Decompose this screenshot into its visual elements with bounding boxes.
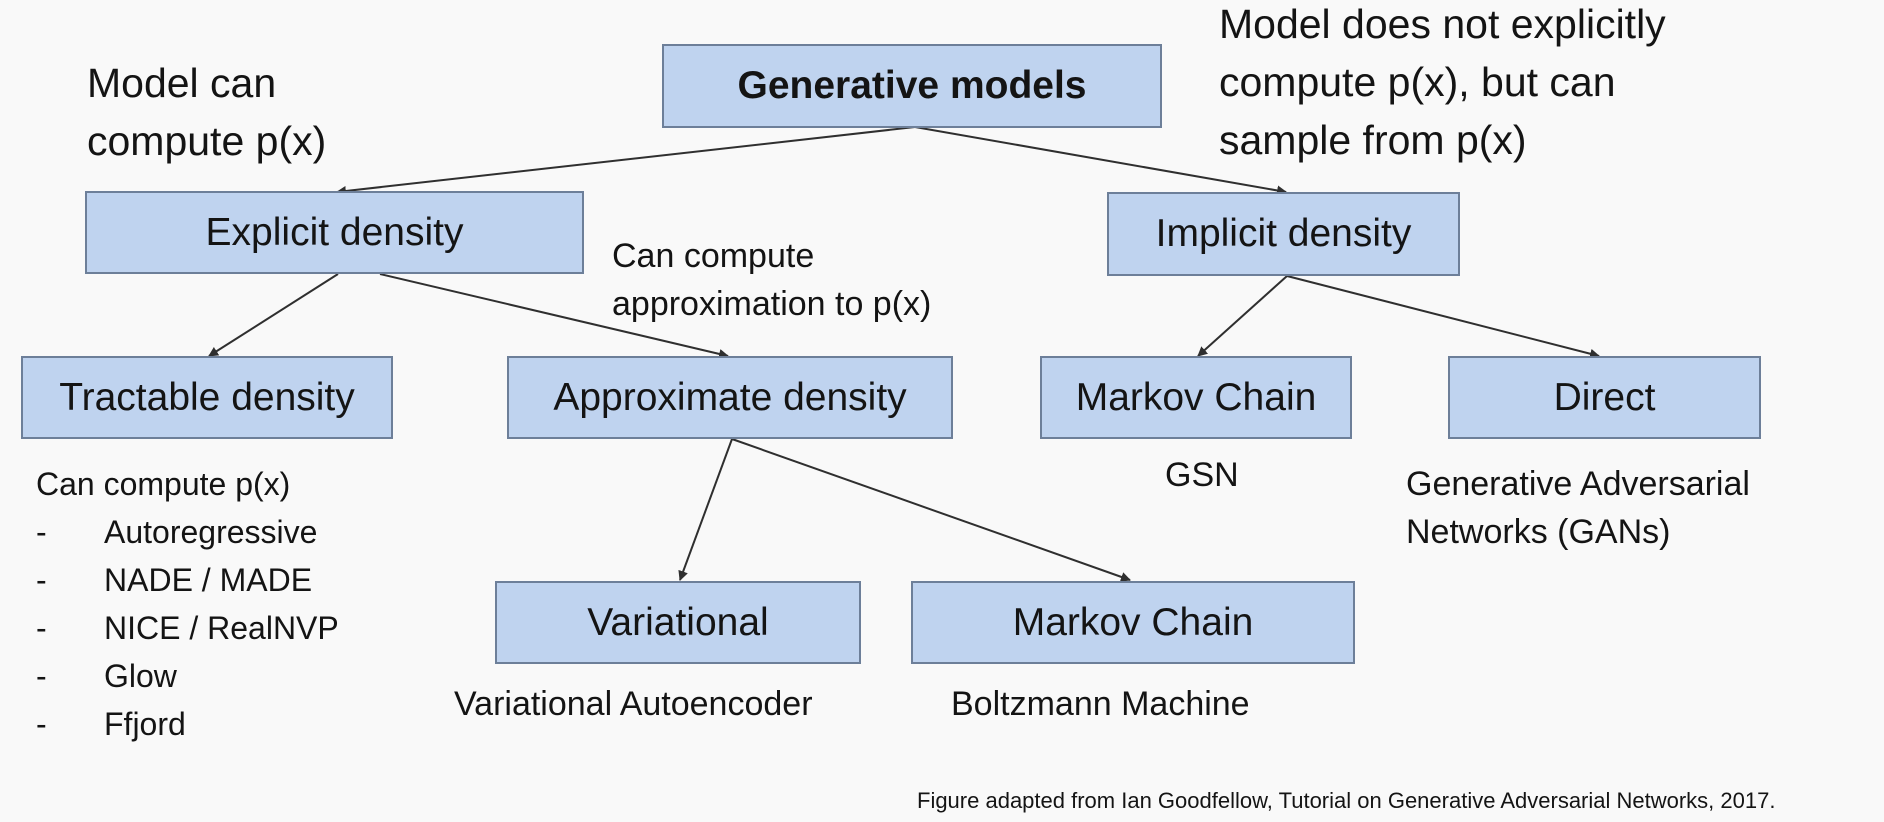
tractable-examples: Can compute p(x) - Autoregressive - NADE /… <box>36 460 339 748</box>
tractable-note-title: Can compute p(x) <box>36 466 291 502</box>
explicit-note-line-1: Model can <box>87 60 277 106</box>
edge-approximate-variational <box>678 438 733 581</box>
gans-label: Generative Adversarial Networks (GANs) <box>1406 460 1750 556</box>
approx-note-line-2: approximation to p(x) <box>612 285 932 323</box>
explicit-note: Model can compute p(x) <box>87 54 326 170</box>
node-implicit-density: Implicit density <box>1107 192 1460 276</box>
approx-note: Can compute approximation to p(x) <box>612 232 931 328</box>
list-item-label: NICE / RealNVP <box>104 610 339 646</box>
edge-implicit-direct <box>1286 275 1600 359</box>
edge-approximate-markov <box>731 438 1131 582</box>
node-explicit-density: Explicit density <box>85 191 584 274</box>
edge-root-implicit <box>914 126 1287 196</box>
list-item: - Ffjord <box>36 700 339 748</box>
figure-caption: Figure adapted from Ian Goodfellow, Tuto… <box>917 788 1776 813</box>
bullet-dash: - <box>36 610 47 646</box>
edge-explicit-tractable <box>208 273 339 357</box>
implicit-note-line-1: Model does not explicitly <box>1219 1 1666 47</box>
node-markov-chain-approx: Markov Chain <box>911 581 1355 664</box>
list-item: - Glow <box>36 652 339 700</box>
gans-label-line-1: Generative Adversarial <box>1406 465 1750 503</box>
implicit-note-line-2: compute p(x), but can <box>1219 59 1616 105</box>
node-tractable-density: Tractable density <box>21 356 393 439</box>
edge-explicit-approximate <box>379 273 729 359</box>
implicit-note: Model does not explicitly compute p(x), … <box>1219 0 1666 169</box>
list-item-label: Autoregressive <box>104 514 318 550</box>
list-item: - NADE / MADE <box>36 556 339 604</box>
tractable-examples-list: - Autoregressive - NADE / MADE - NICE / Rea… <box>36 508 339 748</box>
node-markov-chain-implicit: Markov Chain <box>1040 356 1352 439</box>
edge-implicit-markov <box>1197 275 1288 357</box>
implicit-note-line-3: sample from p(x) <box>1219 117 1527 163</box>
vae-label: Variational Autoencoder <box>454 685 813 723</box>
list-item-label: NADE / MADE <box>104 562 313 598</box>
bullet-dash: - <box>36 706 47 742</box>
bullet-dash: - <box>36 562 47 598</box>
node-generative-models: Generative models <box>662 44 1162 128</box>
gsn-label: GSN <box>1165 456 1239 494</box>
list-item: - Autoregressive <box>36 508 339 556</box>
bullet-dash: - <box>36 514 47 550</box>
boltzmann-label: Boltzmann Machine <box>951 685 1250 723</box>
node-direct: Direct <box>1448 356 1761 439</box>
approx-note-line-1: Can compute <box>612 237 815 275</box>
bullet-dash: - <box>36 658 47 694</box>
node-variational: Variational <box>495 581 861 664</box>
list-item: - NICE / RealNVP <box>36 604 339 652</box>
list-item-label: Glow <box>104 658 177 694</box>
edge-root-explicit <box>336 126 916 196</box>
explicit-note-line-2: compute p(x) <box>87 118 327 164</box>
gans-label-line-2: Networks (GANs) <box>1406 513 1671 551</box>
node-approximate-density: Approximate density <box>507 356 953 439</box>
list-item-label: Ffjord <box>104 706 186 742</box>
